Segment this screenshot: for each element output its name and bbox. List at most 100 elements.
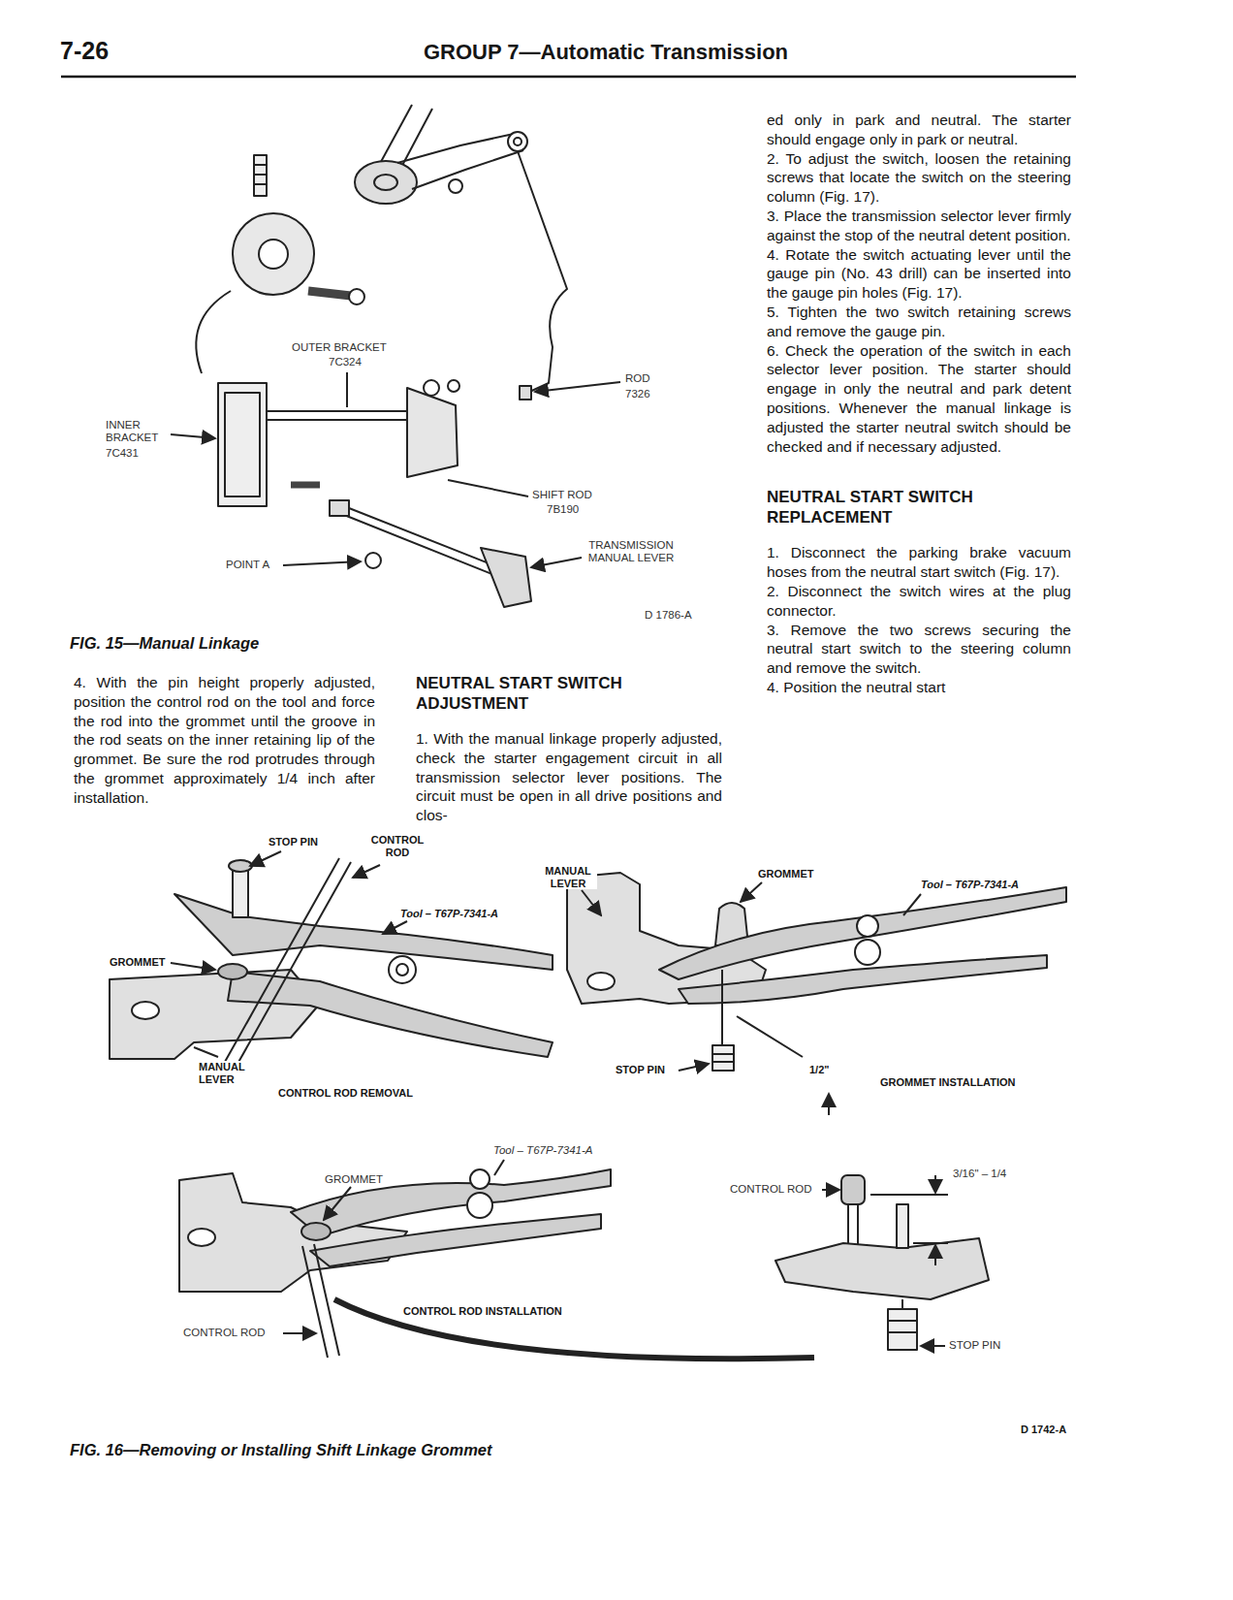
part-name: MANUAL LEVER <box>197 1060 254 1085</box>
line-art <box>775 1174 989 1350</box>
line-art <box>253 173 267 176</box>
line-art <box>193 1046 219 1057</box>
point-label: POINT A <box>224 558 271 571</box>
text-column: NEUTRAL START SWITCH ADJUSTMENT 1. With t… <box>415 672 723 825</box>
line-art <box>253 183 267 186</box>
part-number: 7C431 <box>104 446 140 460</box>
section-heading: NEUTRAL START SWITCH REPLACEMENT <box>766 486 1072 528</box>
tool-label: Tool – T67P-7341-A <box>919 878 1020 891</box>
part-number: 7C324 <box>327 355 363 369</box>
line-art <box>494 1159 505 1175</box>
body-paragraph: 1. With the manual linkage properly adju… <box>415 728 723 825</box>
tool-label: Tool – T67P-7341-A <box>492 1143 595 1157</box>
line-art <box>348 288 365 305</box>
line-art <box>253 155 267 196</box>
line-art <box>736 1015 803 1057</box>
line-art <box>258 239 288 269</box>
line-art <box>712 1044 734 1071</box>
view-title: CONTROL ROD INSTALLATION <box>402 1304 564 1318</box>
body-paragraph: 5. Tighten the two switch retaining scre… <box>766 302 1072 342</box>
line-art <box>388 955 416 983</box>
line-art <box>374 174 398 190</box>
body-paragraph: 3. Remove the two screws securing the ne… <box>766 620 1072 678</box>
part-name: CONTROL ROD <box>728 1182 814 1196</box>
body-paragraph: 1. Disconnect the parking brake vacuum h… <box>766 542 1072 582</box>
line-art <box>253 163 267 166</box>
part-name: MANUAL LEVER <box>538 864 598 889</box>
text-column: 4. With the pin height properly adjusted… <box>73 672 376 808</box>
line-art <box>854 939 881 965</box>
text-column: ed only in park and neutral. The starter… <box>766 110 1072 697</box>
line-art <box>218 382 267 506</box>
line-art <box>567 872 1067 1115</box>
line-art <box>352 864 380 878</box>
part-name: STOP PIN <box>267 835 319 849</box>
line-art <box>170 104 621 607</box>
line-art <box>224 392 260 497</box>
line-art <box>218 963 248 980</box>
part-name: STOP PIN <box>614 1063 666 1076</box>
part-name: ROD <box>624 372 652 385</box>
line-art <box>870 1193 949 1196</box>
tool-label: Tool – T67P-7341-A <box>399 907 500 920</box>
line-art <box>354 160 417 204</box>
body-paragraph: 3. Place the transmission selector lever… <box>766 206 1072 246</box>
line-art <box>740 882 762 902</box>
line-art <box>903 893 921 916</box>
line-art <box>236 861 351 1066</box>
line-art <box>301 1222 331 1240</box>
line-art <box>346 372 348 408</box>
line-art <box>856 915 879 937</box>
part-name: INNER BRACKET <box>104 418 171 444</box>
line-art <box>712 1052 734 1055</box>
line-art <box>61 75 1076 79</box>
line-art <box>344 514 505 579</box>
line-art <box>302 1245 328 1358</box>
line-art <box>507 131 528 152</box>
part-name: TRANSMISSION MANUAL LEVER <box>583 538 679 565</box>
body-paragraph: 4. Rotate the switch actuating lever unt… <box>766 245 1072 303</box>
part-name: OUTER BRACKET <box>290 341 388 354</box>
figure-code: D 1786-A <box>643 608 694 622</box>
line-art <box>519 385 532 400</box>
part-name: SHIFT ROD <box>531 488 594 502</box>
line-art <box>310 1213 601 1266</box>
line-art <box>224 857 340 1062</box>
line-art <box>365 552 381 569</box>
line-art <box>382 920 408 934</box>
body-paragraph: 2. To adjust the switch, loosen the reta… <box>766 149 1072 207</box>
dimension: 1/2" <box>808 1063 831 1076</box>
part-name: STOP PIN <box>948 1338 1002 1352</box>
line-art <box>283 561 361 566</box>
dimension: 3/16" – 1/4 <box>951 1167 1008 1180</box>
line-art <box>517 151 568 394</box>
line-art <box>334 1298 815 1359</box>
line-art <box>266 418 427 421</box>
section-heading: NEUTRAL START SWITCH ADJUSTMENT <box>415 672 723 714</box>
line-art <box>232 868 249 917</box>
line-art <box>920 1344 946 1347</box>
body-paragraph: 4. With the pin height properly adjusted… <box>73 672 376 808</box>
body-paragraph: 4. Position the neutral start <box>766 677 1072 697</box>
line-art <box>721 969 724 1045</box>
line-art <box>470 1169 490 1189</box>
line-art <box>266 410 427 412</box>
body-paragraph: ed only in park and neutral. The starter… <box>766 110 1072 150</box>
part-name: GROMMET <box>323 1172 384 1186</box>
line-art <box>423 379 440 396</box>
line-art <box>195 290 231 374</box>
line-art <box>535 381 621 392</box>
line-art <box>290 481 320 489</box>
line-art <box>480 547 532 607</box>
line-art <box>822 1188 840 1191</box>
line-art <box>678 1063 709 1071</box>
line-art <box>283 1331 317 1334</box>
line-art <box>587 972 615 990</box>
line-art <box>188 1228 216 1246</box>
line-art <box>531 557 582 568</box>
line-art <box>841 1174 865 1204</box>
line-art <box>448 179 463 193</box>
part-name: CONTROL ROD <box>182 1326 267 1339</box>
line-art <box>775 1237 989 1299</box>
